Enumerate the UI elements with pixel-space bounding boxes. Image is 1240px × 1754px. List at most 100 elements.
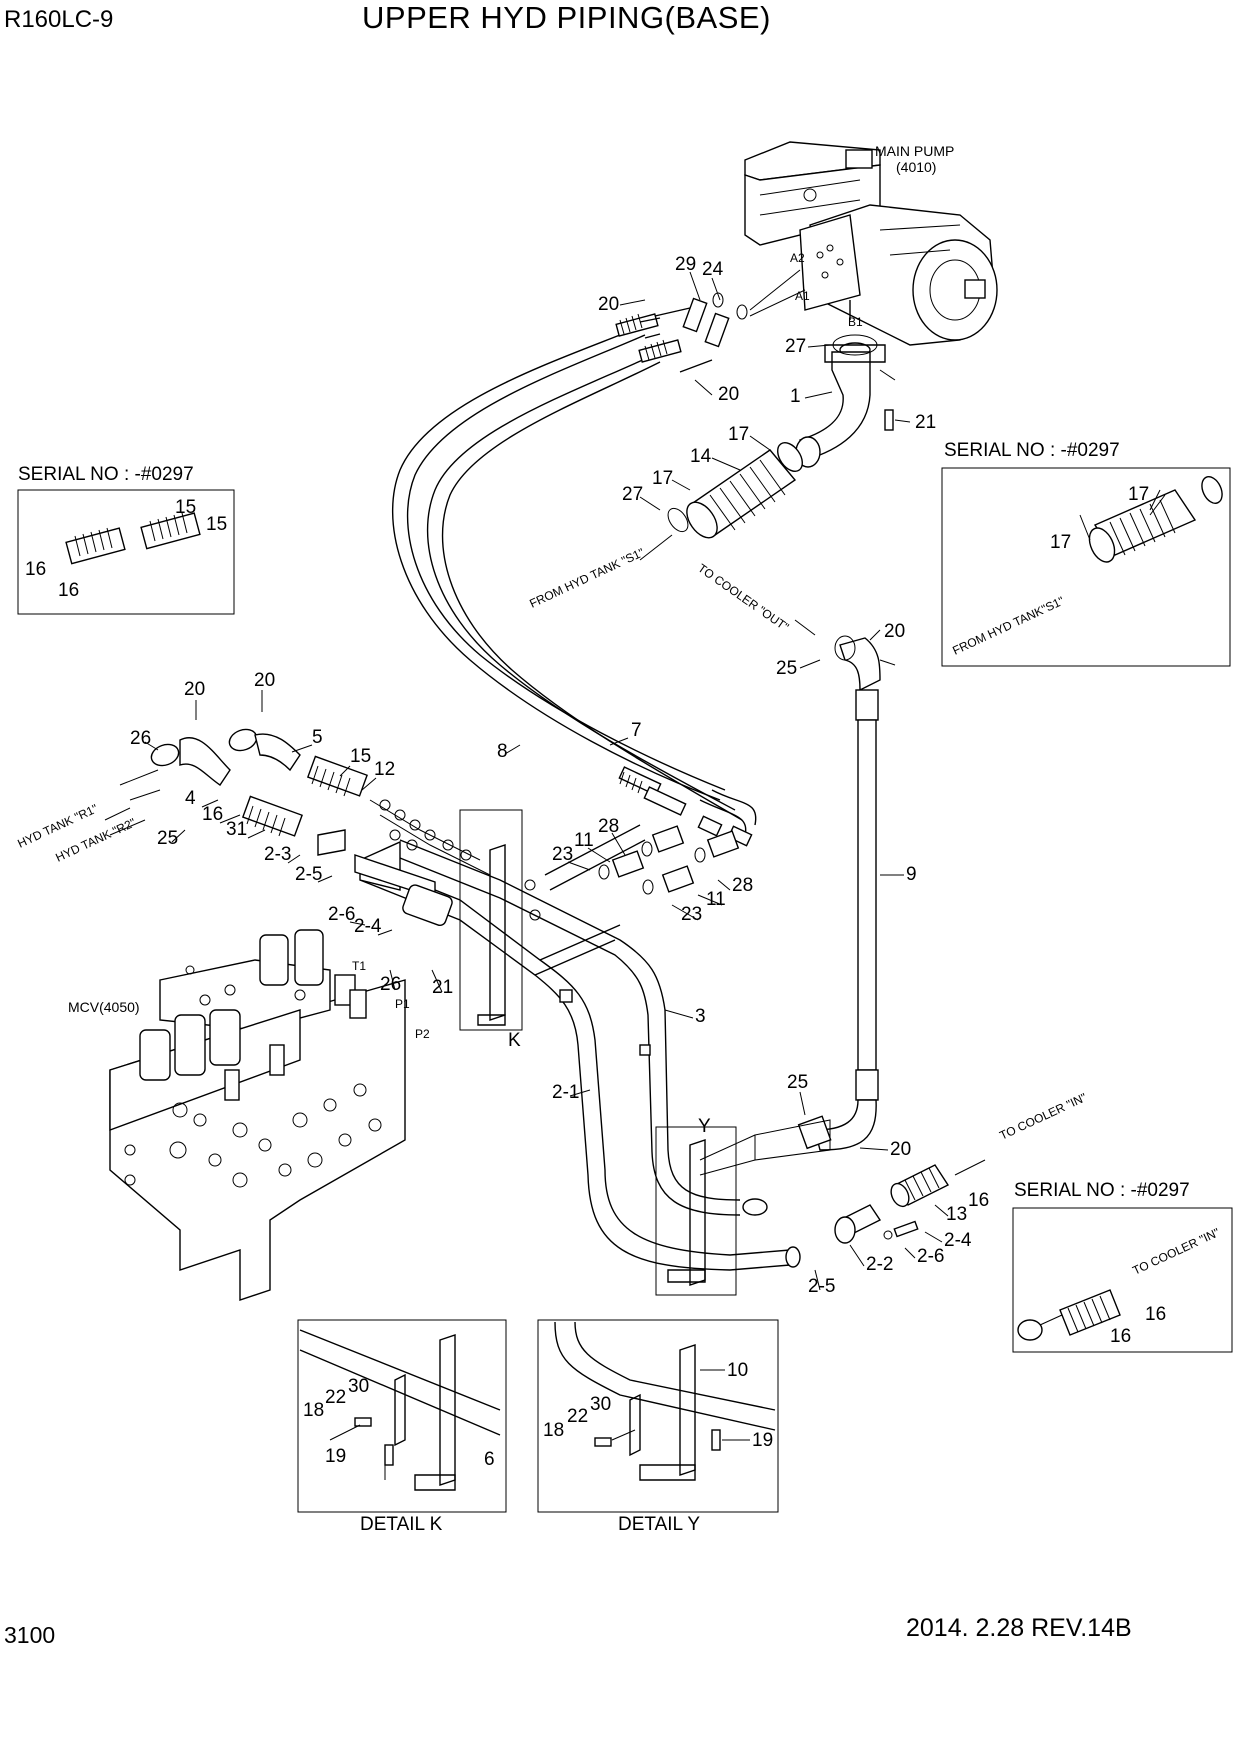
small-fittings-cluster [379,799,541,921]
flow-arrow [639,534,673,561]
flow-arrow [794,619,816,636]
suction-hose-14 [667,441,804,539]
callout: 24 [702,259,724,280]
serial-box-right-bottom: SERIAL NO : -#0297 16 16 TO COOLER "IN" [1012,1180,1233,1353]
callout: 8 [497,741,508,762]
detail-y-label: DETAIL Y [618,1514,700,1535]
callout: 18 [303,1400,324,1421]
port-label-t1: T1 [352,959,366,973]
callout: 17 [1050,532,1071,553]
serial-label-right-bottom: SERIAL NO : -#0297 [1014,1180,1190,1201]
callout: 30 [590,1394,611,1415]
callout: 11 [574,830,594,851]
callout: 20 [890,1139,911,1160]
callout: 13 [946,1204,967,1225]
callout: 28 [598,816,619,837]
main-pump-code: (4010) [896,159,936,175]
callout: 5 [312,727,323,748]
model-number: R160LC-9 [4,6,114,33]
callout: 2-2 [866,1254,893,1275]
callout: 19 [752,1430,773,1451]
port-label-b1: B1 [848,315,863,329]
suction-elbow-1 [795,334,896,468]
cooler-return-hose-9 [699,635,896,1176]
callout: 21 [915,412,936,433]
callout: 2-6 [917,1246,944,1267]
pump-flange-fittings [639,269,806,373]
callout: 15 [206,514,227,535]
serial-label-right-top: SERIAL NO : -#0297 [944,440,1120,461]
cooler-in-hose-13 [834,1159,986,1244]
revision-date: 2014. 2.28 REV.14B [906,1614,1132,1642]
callout: 4 [185,788,196,809]
callout: 16 [1110,1326,1131,1347]
callout: 25 [157,828,178,849]
callout: 21 [432,977,453,998]
callout: 16 [1145,1304,1166,1325]
callout: 23 [681,904,702,925]
flow-label-to-cooler-out: TO COOLER "OUT" [695,561,791,634]
flow-label: FROM HYD TANK"S1" [950,594,1066,658]
main-pump: A2 A1 B1 MAIN PUMP (4010) [744,141,998,346]
detail-letter-k: K [508,1030,521,1051]
callout: 27 [622,484,643,505]
mcv-port-holes [124,965,382,1188]
callout: 16 [25,559,46,580]
callout: 9 [906,864,917,885]
page-number: 3100 [4,1622,56,1648]
callout: 2-3 [264,844,291,865]
serial-box-left: SERIAL NO : -#0297 15 15 16 16 [17,464,235,615]
callout: 27 [785,336,806,357]
callout: 19 [325,1446,346,1467]
port-label-a2: A2 [790,251,805,265]
callout: 18 [543,1420,564,1441]
callout: 23 [552,844,573,865]
callout: 25 [787,1072,808,1093]
serial-label-left: SERIAL NO : -#0297 [18,464,194,485]
callout: 16 [202,804,223,825]
detail-k-box: DETAIL K 30 22 18 19 6 [297,1319,507,1535]
main-pump-label: MAIN PUMP [875,143,954,159]
callout: 22 [567,1406,588,1427]
callout: 3 [695,1006,706,1027]
detail-y-marker: Y [655,1116,737,1296]
mcv-label: MCV(4050) [68,999,140,1015]
callout: 2-4 [944,1230,972,1251]
leader-lines [144,271,949,1291]
callout: 16 [968,1190,989,1211]
pressure-pipes [359,824,801,1271]
callout: 20 [718,384,739,405]
return-fittings-left [119,728,541,926]
serial-box-right-top: SERIAL NO : -#0297 17 17 FROM HYD TANK"S… [941,440,1231,667]
detail-y-box: DETAIL Y 10 30 22 18 19 [537,1319,779,1535]
detail-k-label: DETAIL K [360,1514,443,1535]
mcv-control-valve: MCV(4050) T1 P1 P2 [68,929,430,1301]
callout: 20 [598,294,619,315]
callout: 17 [1128,484,1149,505]
callout: 31 [226,819,247,840]
callout: 15 [175,497,196,518]
adapter-fittings-11 [598,825,740,895]
callout: 10 [727,1360,748,1381]
callout: 7 [631,720,642,741]
callout: 2-6 [328,904,355,925]
callout: 30 [348,1376,369,1397]
callout: 26 [380,974,401,995]
callout: 25 [776,658,797,679]
flow-label-from-tank-s1: FROM HYD TANK "S1" [527,545,646,610]
detail-letter-y: Y [698,1116,711,1137]
callout: 16 [58,580,79,601]
callout: 20 [254,670,275,691]
callout: 12 [374,759,395,780]
callout: 22 [325,1387,346,1408]
callout: 2-5 [295,864,322,885]
callout: 28 [732,875,753,896]
flow-label: TO COOLER "IN" [1130,1225,1221,1278]
page-title: UPPER HYD PIPING(BASE) [362,0,771,35]
callout: 2-1 [552,1082,579,1103]
detail-k-marker: K [459,809,523,1051]
flow-arrow [104,807,146,836]
hose-assembly-7-8 [391,313,757,847]
callout: 14 [690,446,712,467]
